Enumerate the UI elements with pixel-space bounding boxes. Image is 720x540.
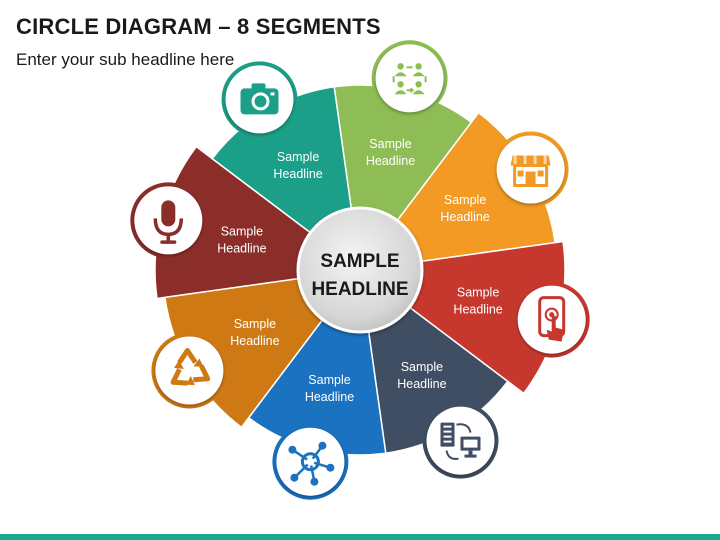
segment-badge-6: [422, 402, 499, 479]
segment-badge-1: [130, 182, 207, 259]
page-subtitle: Enter your sub headline here: [16, 50, 235, 69]
segment-badge-7: [272, 423, 349, 500]
center-label-line1: SAMPLE: [320, 251, 399, 272]
segment-label-line2: Headline: [440, 210, 489, 224]
segment-label-line2: Headline: [230, 334, 279, 348]
segment-label-line2: Headline: [453, 303, 502, 317]
team-process-icon: [392, 63, 427, 95]
segment-badge-3: [371, 40, 448, 117]
segment-badge-5: [513, 281, 590, 358]
segment-label-line2: Headline: [397, 377, 446, 391]
segment-label-line1: Sample: [221, 225, 263, 239]
segment-label-line1: Sample: [457, 286, 499, 300]
segment-label-line1: Sample: [308, 373, 350, 387]
segment-label-line2: Headline: [273, 167, 322, 181]
camera-icon: [240, 83, 279, 115]
segment-label-line1: Sample: [234, 317, 276, 331]
center-hub: SAMPLE HEADLINE: [296, 206, 424, 334]
page-title: CIRCLE DIAGRAM – 8 SEGMENTS: [16, 14, 381, 39]
center-circle: [296, 206, 424, 334]
badges-layer: [130, 40, 590, 500]
recycle-icon: [170, 348, 211, 386]
storefront-icon: [510, 155, 551, 187]
segment-badge-2: [221, 61, 298, 138]
computer-sync-icon: [440, 422, 481, 460]
segment-label-line1: Sample: [444, 193, 486, 207]
segment-label-line2: Headline: [366, 154, 415, 168]
segment-label-line2: Headline: [305, 390, 354, 404]
segment-label-line1: Sample: [277, 150, 319, 164]
center-label-line2: HEADLINE: [311, 279, 408, 300]
segment-label-line1: Sample: [369, 137, 411, 151]
bottom-accent-bar: [0, 534, 720, 540]
network-nodes-icon: [288, 441, 335, 486]
segment-label-line2: Headline: [217, 242, 266, 256]
microphone-icon: [153, 200, 184, 244]
segment-label-line1: Sample: [401, 360, 443, 374]
segment-badge-4: [492, 131, 569, 208]
segment-badge-8: [151, 332, 228, 409]
touch-phone-icon: [538, 296, 566, 342]
